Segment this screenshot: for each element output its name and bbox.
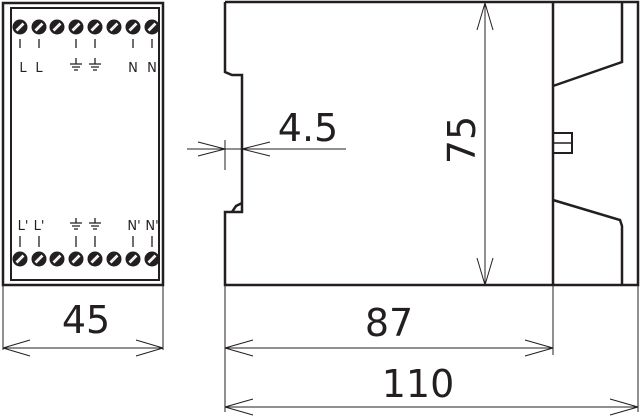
terminal-ticks <box>19 39 153 247</box>
terminal-screw <box>87 251 103 267</box>
depth-dimension-label: 87 <box>365 301 413 345</box>
total-depth-dimension-label: 110 <box>382 362 455 406</box>
screw-slot <box>90 22 100 32</box>
terminal-screw <box>49 251 65 267</box>
terminal-label-L2-out: L' <box>34 219 45 234</box>
front-outer-frame <box>1 1 165 287</box>
height-dimension <box>476 2 494 286</box>
screw-slot <box>128 22 138 32</box>
terminal-label-L1: L <box>19 61 27 76</box>
terminal-screw <box>144 19 160 35</box>
side-housing-outline <box>223 0 640 287</box>
terminal-screw <box>125 251 141 267</box>
terminal-screw <box>12 19 28 35</box>
screw-slot <box>109 22 119 32</box>
screw-slot <box>52 254 62 264</box>
screw-slot <box>109 254 119 264</box>
terminal-label-N2-out: N' <box>145 219 158 234</box>
terminal-label-N1: N <box>128 61 138 76</box>
screw-slot <box>90 254 100 264</box>
terminal-screw <box>31 19 47 35</box>
terminal-screw <box>68 19 84 35</box>
side-view: 4.5 75 87 110 <box>187 0 640 416</box>
terminal-label-L1-out: L' <box>18 219 29 234</box>
screw-slot <box>71 22 81 32</box>
screw-slot <box>15 254 25 264</box>
terminal-screws <box>12 19 160 267</box>
terminal-screw <box>106 19 122 35</box>
screw-slot <box>128 254 138 264</box>
terminal-label-N2: N <box>147 61 157 76</box>
rail-dimension <box>187 140 346 170</box>
terminal-screw <box>87 19 103 35</box>
front-view: L L N N L' L' N' N' 45 <box>1 1 165 357</box>
screw-slot <box>52 22 62 32</box>
rail-dimension-label: 4.5 <box>278 106 338 150</box>
terminal-screw <box>144 251 160 267</box>
terminal-screw <box>68 251 84 267</box>
terminal-screw <box>106 251 122 267</box>
front-inner-frame <box>10 7 160 281</box>
terminal-screw <box>125 19 141 35</box>
terminal-screw <box>31 251 47 267</box>
width-dimension <box>2 285 164 357</box>
total-depth-dimension <box>224 398 639 416</box>
width-dimension-label: 45 <box>62 298 110 342</box>
screw-slot <box>34 254 44 264</box>
screw-slot <box>147 254 157 264</box>
screw-slot <box>71 254 81 264</box>
terminal-label-N1-out: N' <box>127 219 140 234</box>
terminal-screw <box>49 19 65 35</box>
screw-slot <box>15 22 25 32</box>
depth-dimension <box>224 285 639 412</box>
ground-symbols <box>70 58 101 230</box>
terminal-screw <box>12 251 28 267</box>
height-dimension-label: 75 <box>440 116 484 164</box>
screw-slot <box>147 22 157 32</box>
terminal-label-L2: L <box>35 61 43 76</box>
screw-slot <box>34 22 44 32</box>
